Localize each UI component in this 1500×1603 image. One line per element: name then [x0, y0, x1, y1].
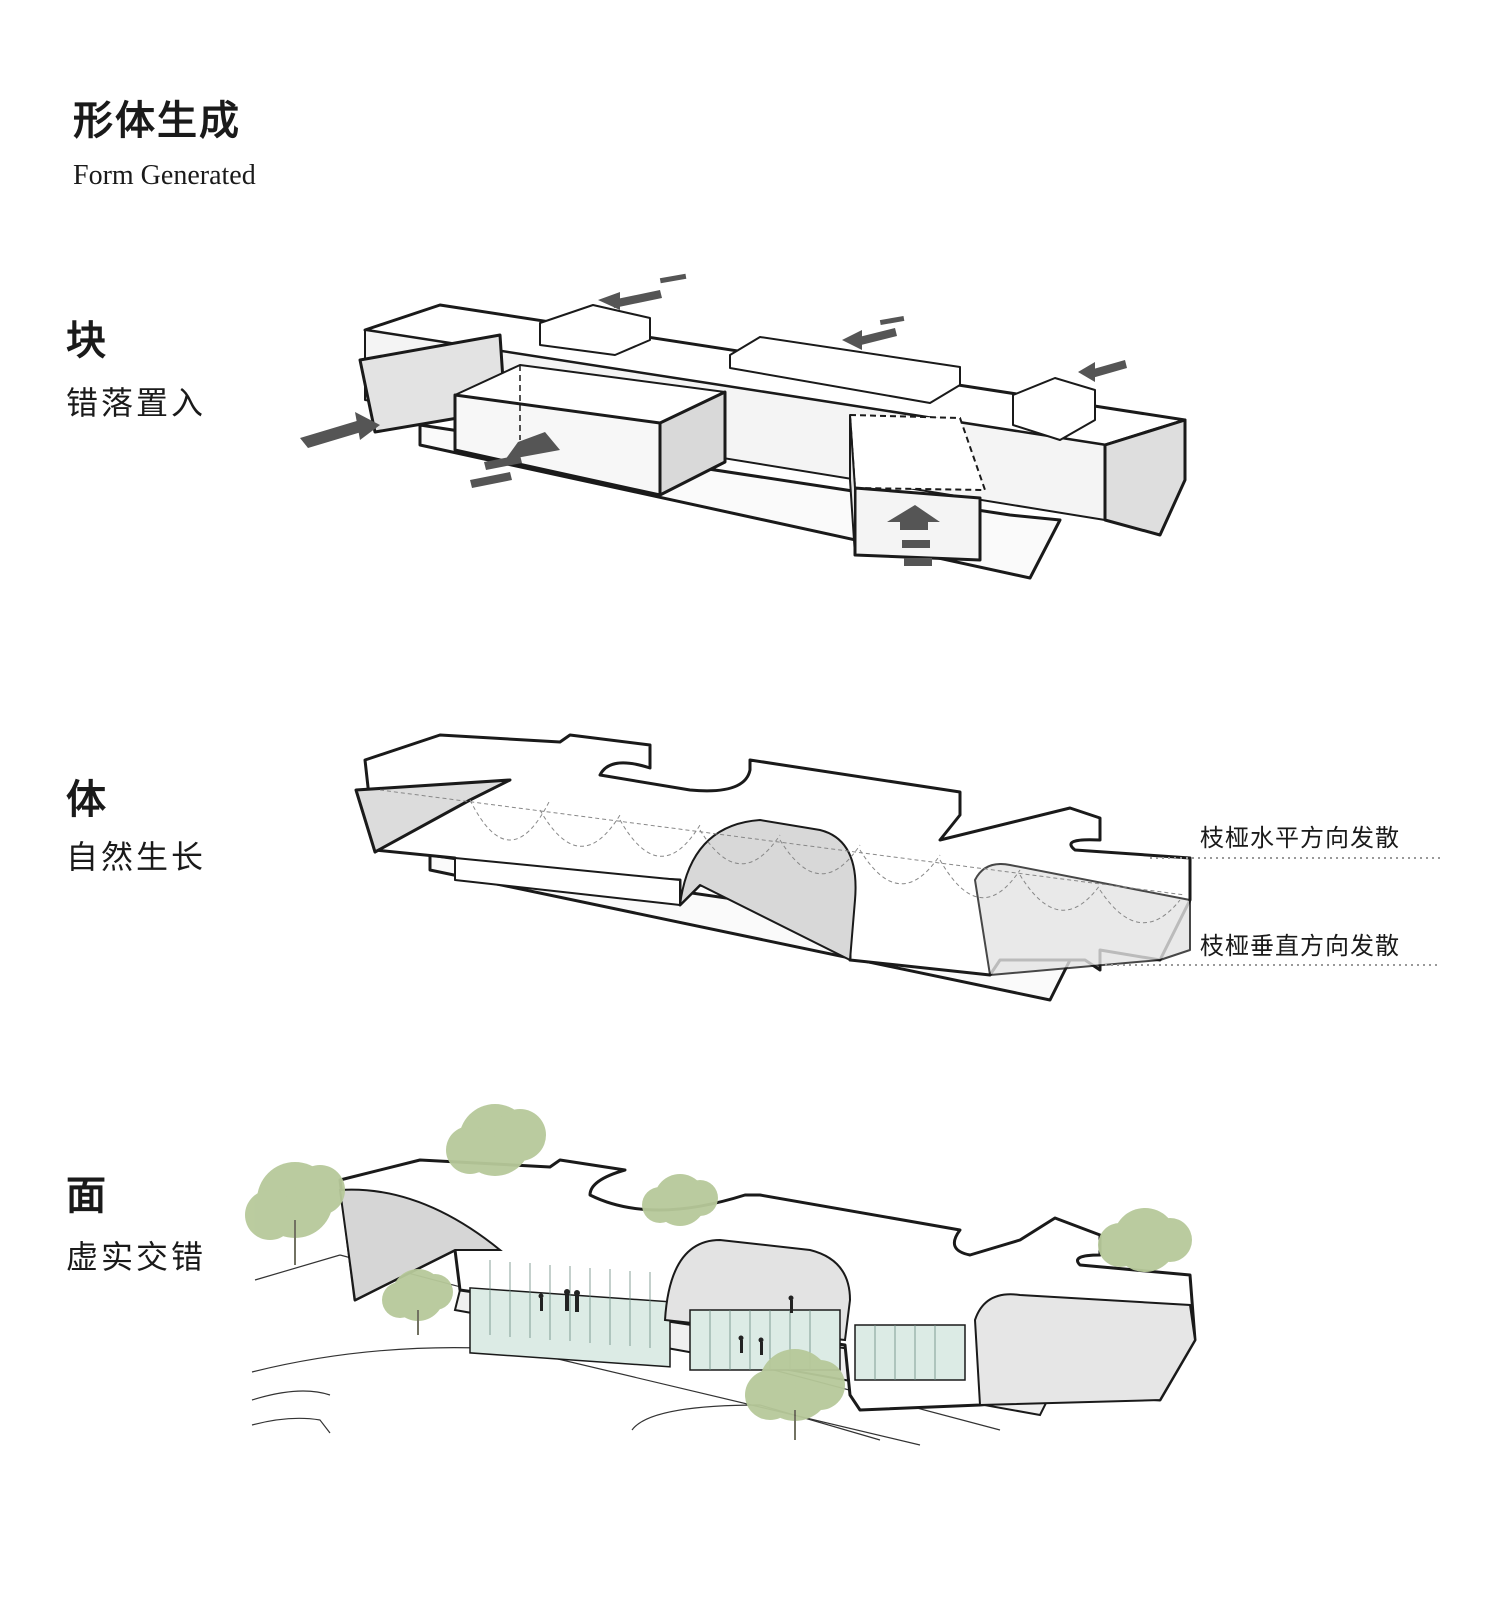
- glass-mullions: [489, 1260, 936, 1380]
- stage-2-right-void: [974, 863, 1191, 976]
- branch-structure: [379, 789, 1186, 924]
- stage-1-arrows: [300, 273, 1127, 566]
- stage-2-front-wall: [454, 857, 681, 906]
- arrow-top-1: [598, 273, 687, 310]
- tree-front-left: [382, 1269, 453, 1335]
- tree-top-mid: [642, 1174, 718, 1226]
- stage-3-subtitle: 虚实交错: [66, 1238, 207, 1276]
- stage-3-char: 面: [66, 1172, 106, 1219]
- front-box-left-side: [658, 390, 727, 497]
- stage-2-mid-void: [679, 819, 857, 961]
- top-box-1: [539, 304, 651, 356]
- stage-1-block-model: [358, 303, 1187, 580]
- stage-2-char: 体: [66, 776, 106, 823]
- stage-1-char: 块: [66, 317, 106, 364]
- main-bar-end: [1103, 418, 1187, 537]
- right-curved-void: [973, 1293, 1197, 1407]
- arrow-front-left: [470, 432, 560, 488]
- stage-2-subtitle: 自然生长: [66, 838, 207, 876]
- people-figures: [538, 1289, 794, 1355]
- tree-top-left: [245, 1162, 345, 1265]
- arrow-top-3: [1078, 360, 1127, 382]
- top-box-3: [1012, 377, 1096, 441]
- stage-1-subtitle: 错落置入: [66, 384, 207, 422]
- stage-2-body-model: [354, 733, 1440, 1002]
- glass-facade-right: [854, 1324, 966, 1381]
- left-curved-wing: [338, 1188, 503, 1302]
- tree-top-center: [446, 1104, 546, 1176]
- annotation-vertical: 枝桠垂直方向发散: [1200, 932, 1400, 960]
- annotation-horizontal: 枝桠水平方向发散: [1200, 824, 1400, 852]
- diagram-title: 形体生成: [73, 97, 241, 144]
- arrow-left-in: [300, 412, 380, 448]
- tree-right: [1098, 1208, 1192, 1272]
- trees: [245, 1104, 1192, 1440]
- stage-3-surface-model: [245, 1104, 1197, 1446]
- tree-front-center: [745, 1349, 845, 1440]
- diagram-subtitle: Form Generated: [73, 160, 256, 191]
- dashed-guides: [519, 323, 1014, 480]
- arrow-top-2: [842, 315, 905, 350]
- arrow-front-right: [887, 505, 940, 566]
